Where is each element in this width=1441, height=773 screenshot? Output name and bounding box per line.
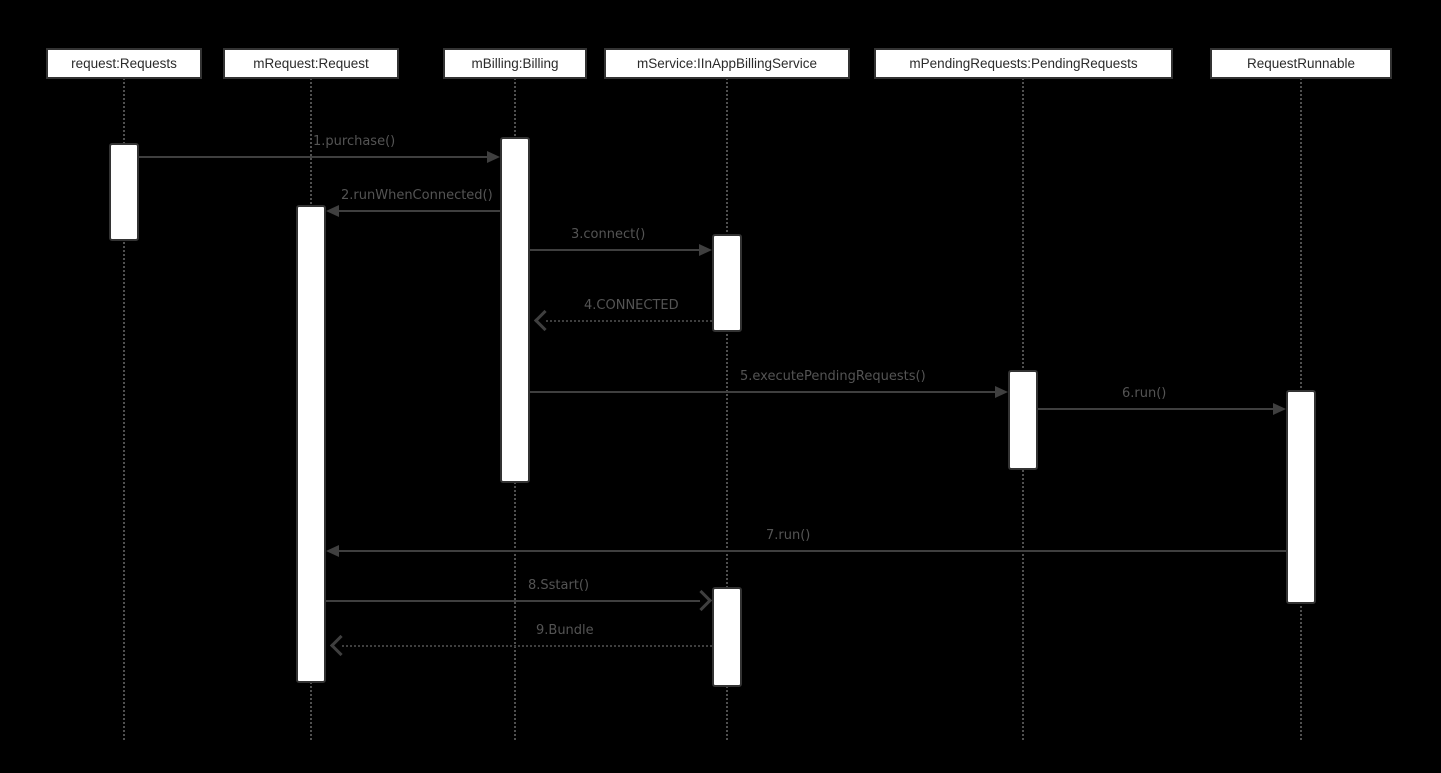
activation-mbilling-billing [500, 137, 530, 483]
activation-mrequest-request [296, 205, 326, 683]
message-6-label: 6.run() [1122, 386, 1167, 401]
participant-box-request-requests: request:Requests [46, 48, 202, 79]
message-1-arrowhead-icon [487, 151, 500, 163]
message-9-arrowhead-icon [329, 634, 352, 657]
message-8-label: 8.Sstart() [528, 578, 590, 593]
message-2-label: 2.runWhenConnected() [341, 188, 493, 203]
message-4-line [546, 320, 712, 322]
message-3-label: 3.connect() [571, 227, 646, 242]
activation-mservice-2 [712, 587, 742, 687]
message-2-line [339, 210, 500, 212]
message-1-label: 1.purchase() [313, 134, 396, 149]
activation-mservice-1 [712, 234, 742, 332]
participant-label: mRequest:Request [253, 56, 369, 71]
message-4-arrowhead-icon [533, 309, 556, 332]
message-7-arrowhead-icon [326, 545, 339, 557]
participant-label: mService:IInAppBillingService [636, 56, 818, 71]
participant-box-mservice-iinappbillingservice: mService:IInAppBillingService [604, 48, 850, 79]
activation-requestrunnable [1286, 390, 1316, 604]
message-6-line [1038, 408, 1273, 410]
message-3-arrowhead-icon [699, 244, 712, 256]
message-5-arrowhead-icon [995, 386, 1008, 398]
message-5-line [530, 391, 995, 393]
message-9-line [342, 645, 712, 647]
participant-box-requestrunnable: RequestRunnable [1210, 48, 1392, 79]
message-2-arrowhead-icon [326, 205, 339, 217]
lifeline-request-requests [123, 78, 125, 740]
lifeline-mservice-iinappbillingservice [726, 78, 728, 740]
message-5-label: 5.executePendingRequests() [740, 369, 926, 384]
message-4-label: 4.CONNECTED [584, 298, 679, 313]
activation-request-requests [109, 143, 139, 241]
participant-label: mBilling:Billing [471, 56, 559, 71]
message-9-label: 9.Bundle [536, 623, 594, 638]
message-7-label: 7.run() [766, 528, 811, 543]
message-8-line [326, 600, 700, 602]
message-8-arrowhead-icon [690, 589, 713, 612]
participant-box-mrequest-request: mRequest:Request [223, 48, 399, 79]
message-6-arrowhead-icon [1273, 403, 1286, 415]
message-3-line [530, 249, 699, 251]
participant-label: request:Requests [71, 56, 177, 71]
participant-box-mpendingrequests-pendingrequests: mPendingRequests:PendingRequests [874, 48, 1173, 79]
message-1-line [139, 156, 487, 158]
message-7-line [339, 550, 1286, 552]
participant-box-mbilling-billing: mBilling:Billing [443, 48, 587, 79]
participant-label: RequestRunnable [1246, 56, 1356, 71]
activation-mpendingrequests [1008, 370, 1038, 470]
participant-label: mPendingRequests:PendingRequests [909, 56, 1138, 71]
